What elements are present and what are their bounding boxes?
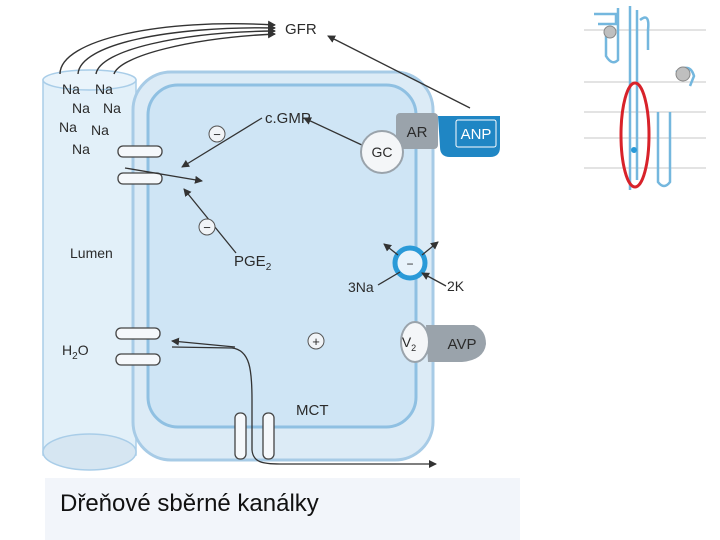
ar-label: AR [407, 124, 428, 141]
svg-text:+: + [312, 334, 320, 349]
na-label: Na [103, 100, 121, 116]
anp-to-gfr-arrow [327, 35, 471, 109]
gc-label: GC [372, 144, 393, 160]
stimulation-sign: + [307, 332, 325, 350]
pump-k-arrow [421, 241, 439, 256]
avp-ligand: AVP [426, 325, 486, 362]
caption-background [45, 478, 520, 540]
water-channel [115, 327, 161, 366]
anp-label: ANP [461, 126, 492, 143]
cgmp-inhibit-arrow [181, 117, 263, 168]
nephron-inset [582, 2, 708, 197]
sodium-labels: Na Na Na Na Na Na Na [59, 81, 121, 157]
na-label: Na [59, 119, 77, 135]
gc-to-cgmp-arrow [303, 117, 365, 147]
mct-channel [234, 412, 275, 460]
gfr-label: GFR [285, 21, 317, 38]
mct-label: MCT [296, 402, 329, 419]
na-label: Na [95, 81, 113, 97]
k2-label: 2K [447, 278, 465, 294]
pump-na-in-arrow [377, 271, 401, 286]
na3-label: 3Na [348, 279, 374, 295]
sodium-channel [117, 145, 163, 185]
cgmp-label: c.GMP [265, 110, 311, 127]
lumen-tube [42, 69, 137, 471]
na-label: Na [72, 141, 90, 157]
na-label: Na [91, 122, 109, 138]
sodium-entry-arrow [124, 167, 203, 184]
v2-label: V2 [402, 334, 416, 353]
pump-na-out-arrow [383, 243, 399, 256]
water-entry-arrow [171, 337, 236, 348]
guanylate-cyclase: GC [360, 130, 404, 174]
anp-ligand: ANP [438, 116, 500, 157]
filtration-arrows [59, 20, 276, 75]
lumen-label: Lumen [70, 245, 113, 261]
na-k-pump: − [392, 245, 428, 281]
v2-receptor: V2 [400, 321, 430, 363]
water-label: H2O [62, 342, 89, 362]
atrial-receptor: AR [396, 113, 438, 149]
pump-k-in-arrow [421, 272, 447, 287]
na-label: Na [62, 81, 80, 97]
mct-urea-path [171, 346, 437, 468]
avp-label: AVP [448, 336, 477, 353]
slide-caption: Dřeňové sběrné kanálky [60, 490, 319, 517]
inhibition-sign: − [208, 125, 226, 143]
na-label: Na [72, 100, 90, 116]
highlight-ellipse [619, 81, 651, 189]
svg-text:−: − [406, 257, 413, 271]
tubular-cell [131, 70, 435, 462]
svg-text:−: − [213, 127, 221, 142]
pge2-label: PGE2 [234, 253, 272, 273]
inhibition-sign: − [198, 218, 216, 236]
svg-text:−: − [203, 220, 211, 235]
